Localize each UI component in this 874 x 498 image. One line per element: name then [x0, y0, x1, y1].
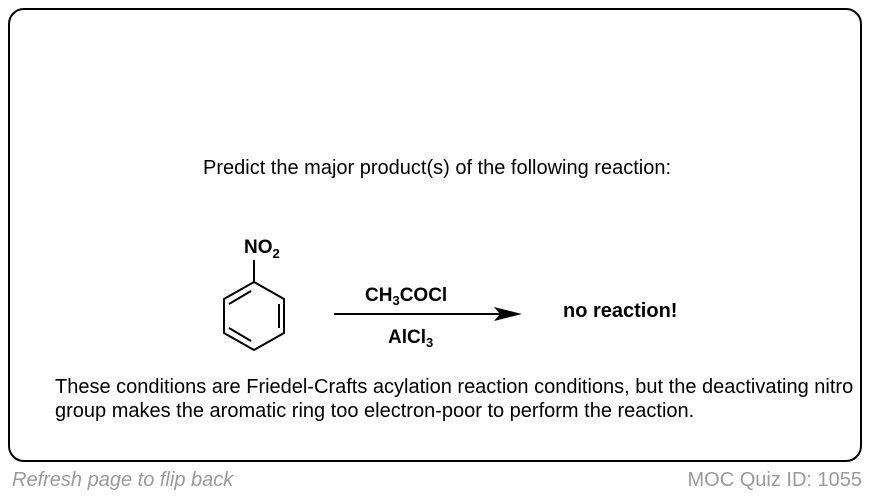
quiz-id: MOC Quiz ID: 1055 [687, 469, 862, 491]
ring-double-bond-3 [228, 327, 252, 342]
explanation-text: These conditions are Friedel-Crafts acyl… [55, 376, 854, 422]
product-text: no reaction! [563, 300, 678, 322]
question-text: Predict the major product(s) of the foll… [203, 157, 671, 179]
reagent-aluminum-chloride: AlCl3 [388, 327, 434, 350]
quiz-card [8, 8, 862, 462]
nitrobenzene-structure: NO2 [223, 237, 285, 352]
refresh-hint: Refresh page to flip back [12, 469, 234, 491]
reaction-arrow [334, 307, 522, 321]
nitro-group-label: NO2 [244, 237, 280, 261]
benzene-ring [223, 280, 285, 352]
reagent-acetyl-chloride: CH3COCl [365, 285, 448, 308]
ring-double-bond-2 [228, 290, 252, 305]
